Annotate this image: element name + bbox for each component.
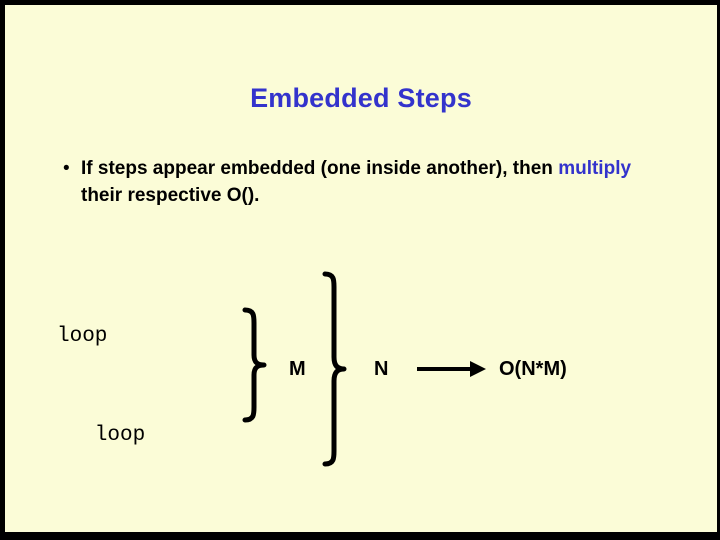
code-block: loop loop . . . endloop endloop (57, 254, 183, 532)
bullet-accent-word: multiply (558, 158, 632, 179)
page-title: Embedded Steps (250, 83, 472, 113)
bullet-text-before: If steps appear embedded (one inside ano… (81, 158, 559, 179)
slide-canvas: Embedded Steps • If steps appear embedde… (5, 5, 717, 532)
curly-brace-icon-inner (241, 307, 267, 423)
outer-brace-label: N (374, 358, 389, 380)
bullet-item-label: If steps appear embedded (one inside ano… (81, 155, 657, 209)
right-arrow-icon (416, 357, 488, 381)
curly-brace-icon-outer (321, 271, 347, 467)
bullet-text-after: their respective O(). (81, 185, 260, 206)
list-item: • If steps appear embedded (one inside a… (57, 155, 657, 209)
bullet-list: • If steps appear embedded (one inside a… (57, 155, 657, 209)
result-complexity-label: O(N*M) (499, 358, 567, 380)
code-line: loop (57, 424, 146, 447)
bullet-dot-icon: • (63, 158, 70, 179)
inner-brace-label: M (289, 358, 306, 380)
code-line: loop (57, 325, 108, 348)
code-line: . . . (57, 518, 183, 532)
